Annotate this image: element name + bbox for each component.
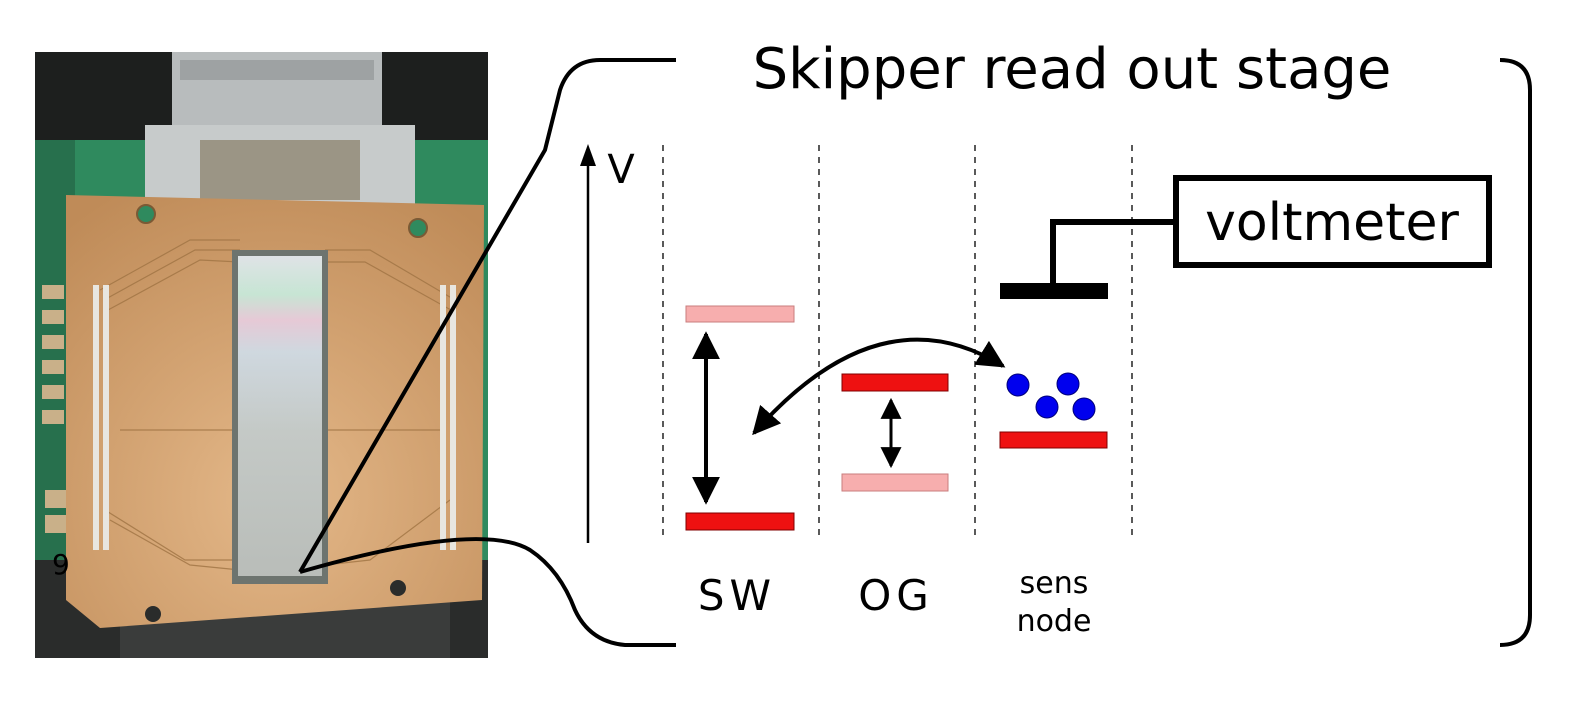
axis-label-v: V bbox=[607, 147, 635, 193]
stage-label-sens: sens bbox=[1020, 566, 1089, 601]
charge-electron bbox=[1072, 397, 1096, 421]
og-gate-high-level bbox=[841, 373, 949, 392]
charge-transfer-arrow bbox=[752, 337, 1006, 436]
charge-packet bbox=[1006, 372, 1096, 421]
callout-lines bbox=[298, 58, 1532, 647]
sense-node-contact bbox=[1000, 283, 1108, 299]
voltmeter-label: voltmeter bbox=[1205, 193, 1459, 253]
photo-marking: 9 bbox=[52, 548, 70, 581]
ccd-sensor bbox=[238, 256, 322, 576]
sense-node-level bbox=[999, 431, 1108, 449]
right-bracket bbox=[1499, 58, 1532, 647]
charge-electron bbox=[1006, 373, 1030, 397]
voltmeter-circuit: voltmeter bbox=[1000, 175, 1492, 299]
stage-label-sw: SW bbox=[698, 571, 776, 620]
charge-electron bbox=[1056, 372, 1080, 396]
pin-rows bbox=[93, 285, 456, 550]
pcb-traces bbox=[99, 239, 456, 571]
sw-gate-low-level bbox=[685, 512, 795, 531]
voltage-axis: V bbox=[580, 144, 635, 543]
diagram-title: Skipper read out stage bbox=[753, 37, 1392, 102]
voltmeter-box bbox=[1173, 175, 1492, 268]
og-gate-low-level bbox=[841, 473, 949, 492]
board-components bbox=[42, 285, 71, 533]
ccd-board-photo: 9 bbox=[35, 52, 488, 658]
stage-label-node: node bbox=[1017, 604, 1092, 639]
sw-gate-high-level bbox=[685, 305, 795, 323]
connector bbox=[145, 52, 415, 210]
charge-electron bbox=[1035, 395, 1059, 419]
stage-label-og: OG bbox=[858, 571, 934, 620]
